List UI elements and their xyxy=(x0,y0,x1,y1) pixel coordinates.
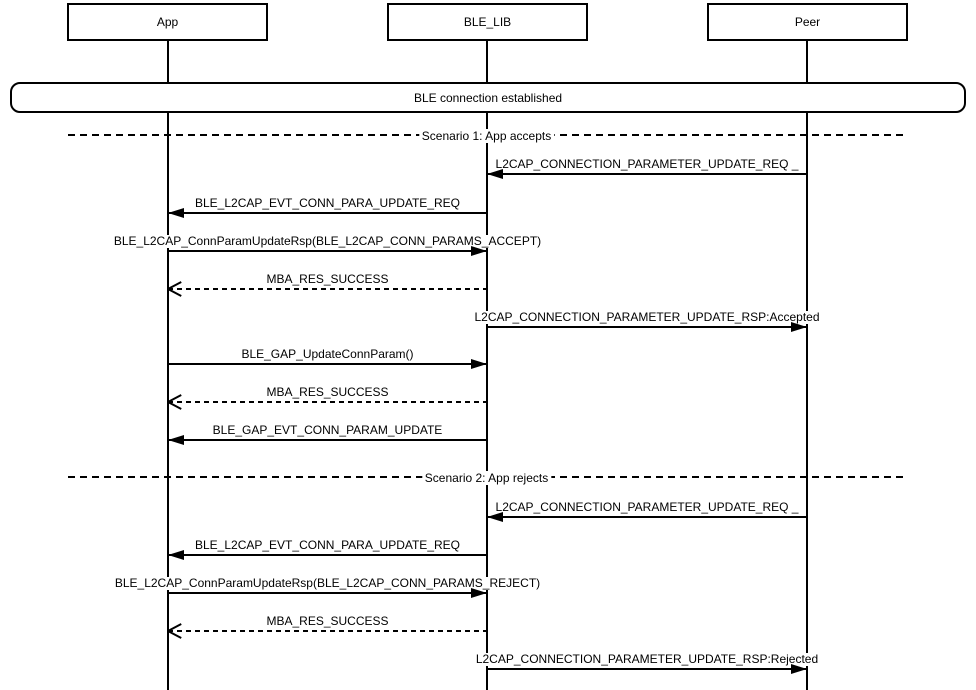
scenario-2-divider: Scenario 2: App rejects xyxy=(68,470,905,485)
message-dashed-line xyxy=(168,630,487,632)
message-dashed-line xyxy=(168,288,487,290)
message-line xyxy=(487,668,807,670)
message-label: MBA_RES_SUCCESS xyxy=(264,272,391,286)
message-app-to-blelib: BLE_L2CAP_ConnParamUpdateRsp(BLE_L2CAP_C… xyxy=(111,232,544,256)
message-app-to-blelib: BLE_GAP_UpdateConnParam() xyxy=(168,345,487,369)
message-label: L2CAP_CONNECTION_PARAMETER_UPDATE_REQ _ xyxy=(493,500,801,514)
actor-app-label: App xyxy=(156,15,179,29)
actor-peer-label: Peer xyxy=(794,15,821,29)
scenario-1-label: Scenario 1: App accepts xyxy=(418,128,555,143)
lifeline-peer xyxy=(806,41,808,690)
message-label: L2CAP_CONNECTION_PARAMETER_UPDATE_RSP:Re… xyxy=(473,652,821,666)
message-app-to-blelib: BLE_L2CAP_ConnParamUpdateRsp(BLE_L2CAP_C… xyxy=(112,574,543,598)
connection-established-label: BLE connection established xyxy=(413,90,563,105)
message-label: L2CAP_CONNECTION_PARAMETER_UPDATE_RSP:Ac… xyxy=(472,310,822,324)
arrowhead-left-icon xyxy=(487,512,503,522)
message-line xyxy=(487,173,807,175)
actor-ble-lib-label: BLE_LIB xyxy=(463,15,512,29)
message-label: BLE_L2CAP_ConnParamUpdateRsp(BLE_L2CAP_C… xyxy=(112,576,543,590)
message-line xyxy=(487,326,807,328)
message-blelib-to-app-return: MBA_RES_SUCCESS xyxy=(168,612,487,632)
message-peer-to-blelib: L2CAP_CONNECTION_PARAMETER_UPDATE_REQ _ xyxy=(487,498,807,522)
message-blelib-to-peer: L2CAP_CONNECTION_PARAMETER_UPDATE_RSP:Re… xyxy=(473,650,821,674)
message-line xyxy=(168,554,487,556)
message-line xyxy=(168,250,487,252)
message-line xyxy=(487,516,807,518)
message-blelib-to-app-return: MBA_RES_SUCCESS xyxy=(168,383,487,403)
arrowhead-right-icon xyxy=(791,322,807,332)
message-label: MBA_RES_SUCCESS xyxy=(264,385,391,399)
arrowhead-left-icon xyxy=(487,169,503,179)
message-label: BLE_GAP_UpdateConnParam() xyxy=(239,347,416,361)
actor-peer: Peer xyxy=(707,3,908,41)
message-label: BLE_L2CAP_EVT_CONN_PARA_UPDATE_REQ xyxy=(193,196,462,210)
lifeline-app xyxy=(167,41,169,690)
arrowhead-left-icon xyxy=(168,550,184,560)
arrowhead-right-icon xyxy=(471,588,487,598)
message-label: BLE_L2CAP_EVT_CONN_PARA_UPDATE_REQ xyxy=(193,538,462,552)
message-blelib-to-app: BLE_L2CAP_EVT_CONN_PARA_UPDATE_REQ xyxy=(168,194,487,218)
message-label: MBA_RES_SUCCESS xyxy=(264,614,391,628)
message-line xyxy=(168,439,487,441)
message-label: BLE_L2CAP_ConnParamUpdateRsp(BLE_L2CAP_C… xyxy=(111,234,544,248)
message-dashed-line xyxy=(168,401,487,403)
message-line xyxy=(168,592,487,594)
message-label: BLE_GAP_EVT_CONN_PARAM_UPDATE xyxy=(210,423,445,437)
arrowhead-right-icon xyxy=(791,664,807,674)
message-blelib-to-app: BLE_GAP_EVT_CONN_PARAM_UPDATE xyxy=(168,421,487,445)
message-line xyxy=(168,212,487,214)
message-peer-to-blelib: L2CAP_CONNECTION_PARAMETER_UPDATE_REQ _ xyxy=(487,155,807,179)
message-blelib-to-peer: L2CAP_CONNECTION_PARAMETER_UPDATE_RSP:Ac… xyxy=(472,308,822,332)
arrowhead-left-icon xyxy=(168,435,184,445)
scenario-2-label: Scenario 2: App rejects xyxy=(421,470,552,485)
message-blelib-to-app: BLE_L2CAP_EVT_CONN_PARA_UPDATE_REQ xyxy=(168,536,487,560)
arrowhead-right-icon xyxy=(471,359,487,369)
message-label: L2CAP_CONNECTION_PARAMETER_UPDATE_REQ _ xyxy=(493,157,801,171)
message-line xyxy=(168,363,487,365)
arrowhead-left-icon xyxy=(168,208,184,218)
message-blelib-to-app-return: MBA_RES_SUCCESS xyxy=(168,270,487,290)
scenario-1-divider: Scenario 1: App accepts xyxy=(68,128,905,143)
actor-app: App xyxy=(67,3,268,41)
connection-established-note: BLE connection established xyxy=(10,82,966,113)
actor-ble-lib: BLE_LIB xyxy=(387,3,588,41)
lifeline-ble-lib xyxy=(486,41,488,690)
arrowhead-right-icon xyxy=(471,246,487,256)
